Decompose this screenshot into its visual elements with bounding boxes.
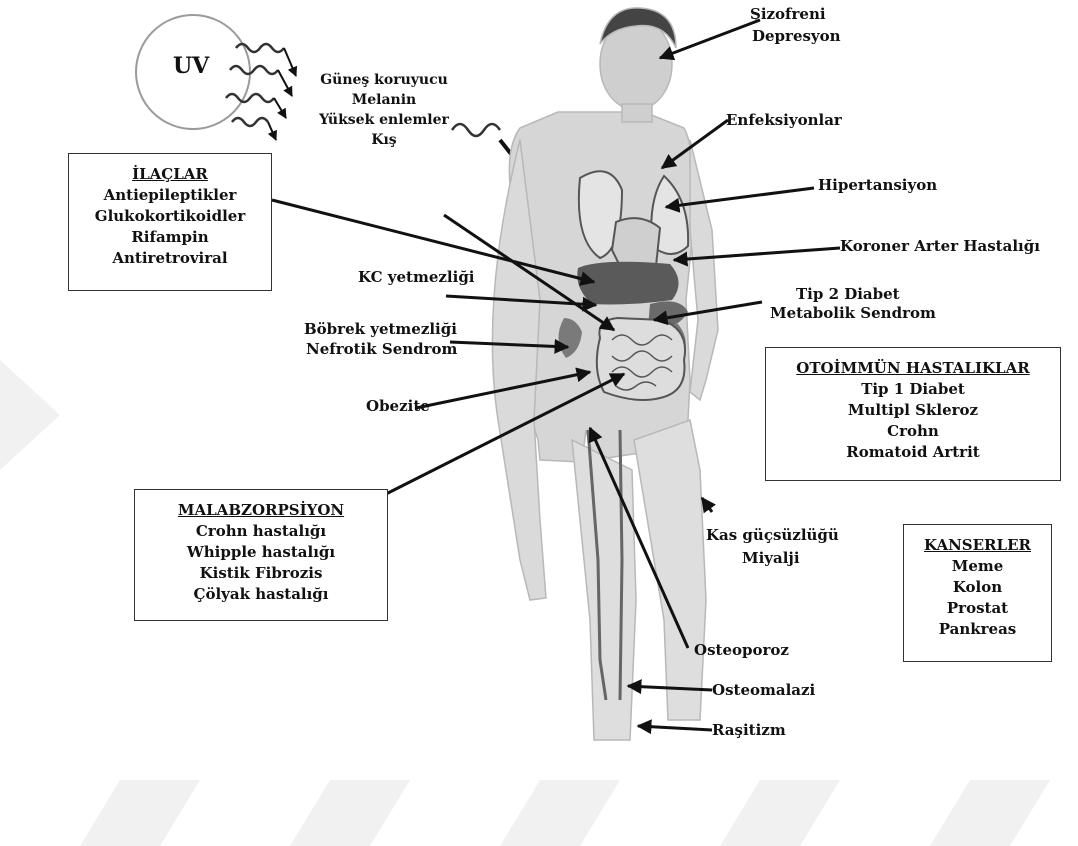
- label-tip2: Tip 2 Diabet: [796, 286, 900, 303]
- box-item: Romatoid Artrit: [766, 442, 1060, 463]
- box-item: Çölyak hastalığı: [135, 584, 387, 605]
- label-sizofreni: Şizofreni: [750, 6, 826, 23]
- box-otoimmun: OTOİMMÜN HASTALIKLAR Tip 1 Diabet Multip…: [765, 347, 1061, 481]
- box-item: Crohn hastalığı: [135, 521, 387, 542]
- box-item: Kistik Fibrozis: [135, 563, 387, 584]
- label-kc: KC yetmezliği: [358, 269, 475, 286]
- uv-factor: Kış: [284, 130, 484, 150]
- box-item: Meme: [904, 556, 1051, 577]
- box-title: İLAÇLAR: [69, 164, 271, 185]
- box-title: OTOİMMÜN HASTALIKLAR: [766, 358, 1060, 379]
- box-item: Antiepileptikler: [69, 185, 271, 206]
- label-osteomalazi: Osteomalazi: [712, 682, 815, 699]
- box-item: Prostat: [904, 598, 1051, 619]
- label-bobrek: Böbrek yetmezliği: [304, 321, 457, 338]
- label-nefrotik: Nefrotik Sendrom: [306, 341, 457, 358]
- uv-factor: Melanin: [284, 90, 484, 110]
- label-kas: Kas güçsüzlüğü: [706, 527, 839, 544]
- uv-factor: Güneş koruyucu: [284, 70, 484, 90]
- box-item: Pankreas: [904, 619, 1051, 640]
- box-item: Antiretroviral: [69, 248, 271, 269]
- label-koroner: Koroner Arter Hastalığı: [840, 238, 1040, 255]
- box-item: Kolon: [904, 577, 1051, 598]
- label-enfeksiyonlar: Enfeksiyonlar: [726, 112, 842, 129]
- label-rasitizm: Raşitizm: [712, 722, 786, 739]
- box-item: Multipl Skleroz: [766, 400, 1060, 421]
- label-hipertansiyon: Hipertansiyon: [818, 177, 937, 194]
- box-item: Crohn: [766, 421, 1060, 442]
- label-metabolik: Metabolik Sendrom: [770, 305, 936, 322]
- box-item: Glukokortikoidler: [69, 206, 271, 227]
- box-title: MALABZORPSİYON: [135, 500, 387, 521]
- box-malabzorpsiyon: MALABZORPSİYON Crohn hastalığı Whipple h…: [134, 489, 388, 621]
- uv-label: UV: [173, 53, 209, 79]
- box-ilaclar: İLAÇLAR Antiepileptikler Glukokortikoidl…: [68, 153, 272, 291]
- box-item: Whipple hastalığı: [135, 542, 387, 563]
- box-kanserler: KANSERLER Meme Kolon Prostat Pankreas: [903, 524, 1052, 662]
- box-item: Tip 1 Diabet: [766, 379, 1060, 400]
- box-item: Rifampin: [69, 227, 271, 248]
- uv-factor: Yüksek enlemler: [284, 110, 484, 130]
- box-title: KANSERLER: [904, 535, 1051, 556]
- label-obezite: Obezite: [366, 398, 430, 415]
- uv-factors: Güneş koruyucu Melanin Yüksek enlemler K…: [284, 70, 484, 150]
- label-osteoporoz: Osteoporoz: [694, 642, 789, 659]
- label-depresyon: Depresyon: [752, 28, 841, 45]
- label-miyalji: Miyalji: [742, 550, 800, 567]
